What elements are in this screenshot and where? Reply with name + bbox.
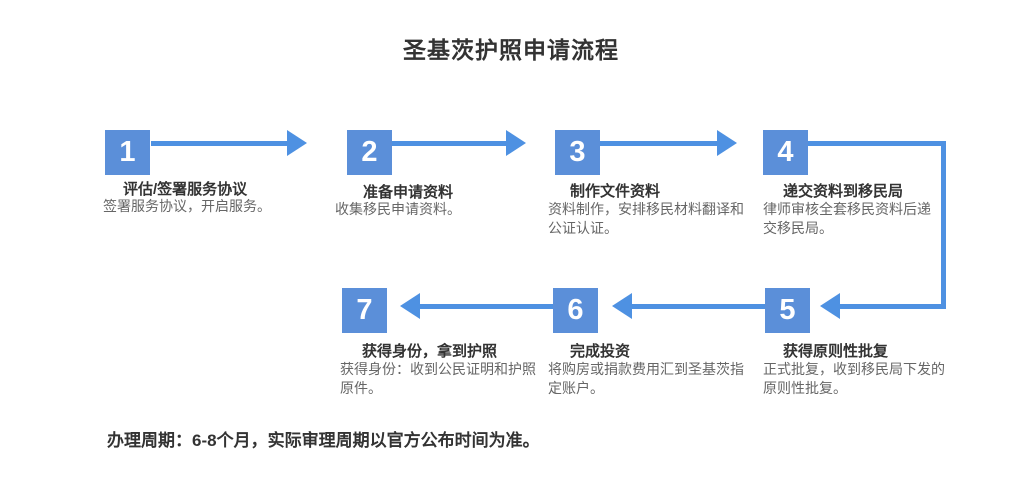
step-5-number-box: 5 xyxy=(765,288,810,333)
step-1-number-box: 1 xyxy=(105,130,150,175)
step-3-title: 制作文件资料 xyxy=(570,183,661,200)
step-5-number: 5 xyxy=(779,294,796,326)
step-3-number: 3 xyxy=(569,136,586,168)
arrow-step3-to-step4-shaft xyxy=(600,141,717,146)
arrow-step3-to-step4-head-icon xyxy=(717,130,737,156)
step-6-number-box: 6 xyxy=(553,288,598,333)
step-6-number: 6 xyxy=(567,294,584,326)
arrow-step1-to-step2-shaft xyxy=(151,141,287,146)
page-title: 圣基茨护照申请流程 xyxy=(403,37,619,63)
step-2-number-box: 2 xyxy=(347,130,392,175)
step-5-description: 正式批复，收到移民局下发的 原则性批复。 xyxy=(763,361,945,396)
step-1-title: 评估/签署服务协议 xyxy=(123,181,248,198)
step-7-title: 获得身份，拿到护照 xyxy=(362,343,498,360)
step-3-number-box: 3 xyxy=(555,130,600,175)
connector-step4-to-step5-top-segment xyxy=(808,141,946,146)
arrow-step6-to-step7-shaft xyxy=(420,304,553,309)
step-4-title: 递交资料到移民局 xyxy=(783,183,904,200)
connector-step4-to-step5-vertical-segment xyxy=(941,141,946,309)
connector-step4-to-step5-bottom-segment xyxy=(840,304,946,309)
processing-period-note: 办理周期：6-8个月，实际审理周期以官方公布时间为准。 xyxy=(107,431,540,450)
step-2-description: 收集移民申请资料。 xyxy=(335,201,461,217)
step-1-number: 1 xyxy=(119,136,136,168)
arrow-step5-to-step6-head-icon xyxy=(612,293,632,319)
step-4-description: 律师审核全套移民资料后递 交移民局。 xyxy=(763,201,931,236)
step-7-number: 7 xyxy=(356,294,373,326)
step-6-description: 将购房或捐款费用汇到圣基茨指 定账户。 xyxy=(548,361,744,396)
arrow-step5-to-step6-shaft xyxy=(632,304,765,309)
arrow-step6-to-step7-head-icon xyxy=(400,293,420,319)
step-3-description: 资料制作，安排移民材料翻译和 公证认证。 xyxy=(548,201,744,236)
step-2-number: 2 xyxy=(361,136,378,168)
arrow-step2-to-step3-shaft xyxy=(392,141,506,146)
step-2-title: 准备申请资料 xyxy=(363,184,454,201)
step-4-number: 4 xyxy=(777,136,794,168)
step-5-title: 获得原则性批复 xyxy=(783,343,889,360)
step-1-description: 签署服务协议，开启服务。 xyxy=(103,198,271,214)
step-6-title: 完成投资 xyxy=(570,343,631,360)
step-7-description: 获得身份：收到公民证明和护照 原件。 xyxy=(340,361,536,396)
arrow-step2-to-step3-head-icon xyxy=(506,130,526,156)
step-7-number-box: 7 xyxy=(342,288,387,333)
connector-step4-to-step5-head-icon xyxy=(820,293,840,319)
step-4-number-box: 4 xyxy=(763,130,808,175)
arrow-step1-to-step2-head-icon xyxy=(287,130,307,156)
